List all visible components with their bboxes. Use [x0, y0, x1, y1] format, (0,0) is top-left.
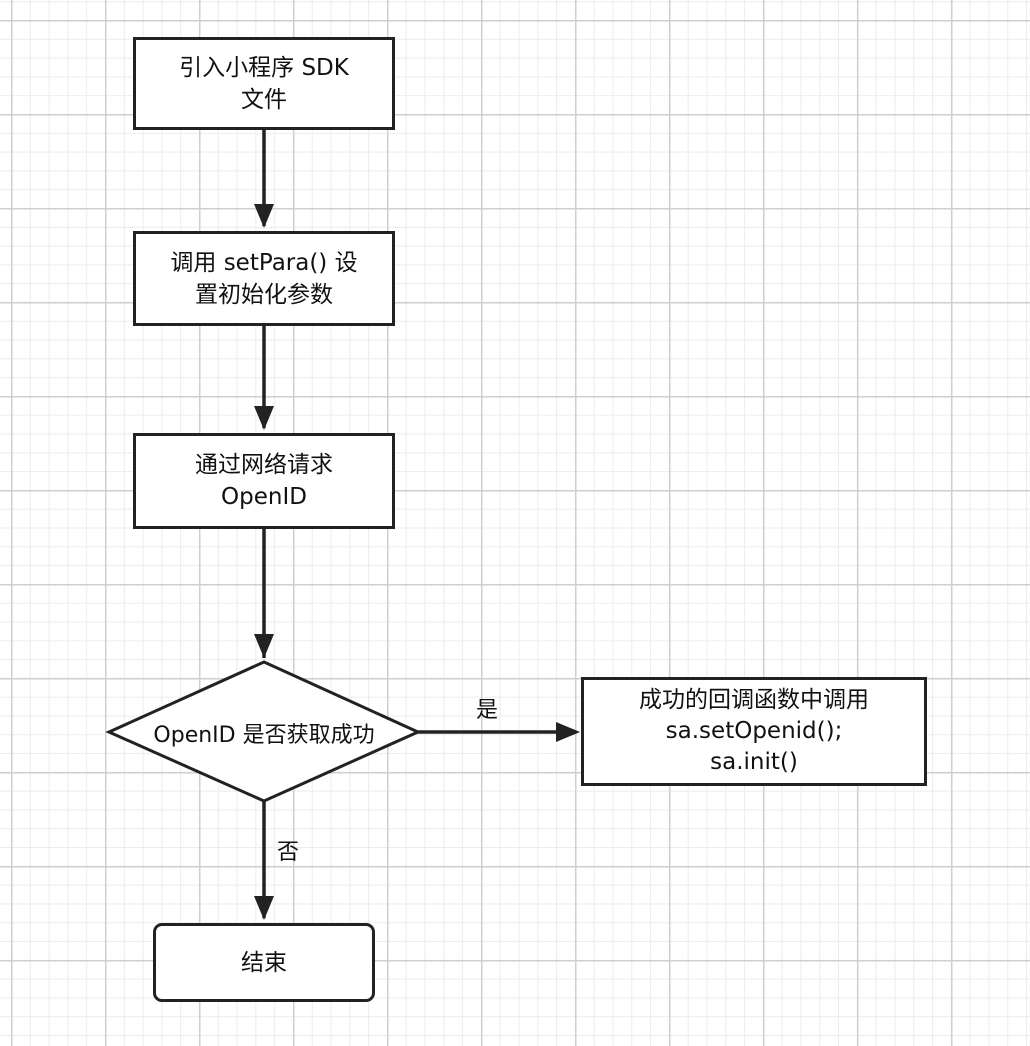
node-set-para: 调用 setPara() 设 置初始化参数 — [133, 231, 395, 326]
node-import-sdk: 引入小程序 SDK 文件 — [133, 37, 395, 130]
arrowhead-decision-no — [254, 896, 274, 920]
arrowhead-request-to-decision — [254, 634, 274, 658]
node-set-para-line-2: 置初始化参数 — [195, 281, 333, 308]
node-request-openid-line-1: 通过网络请求 — [195, 452, 333, 478]
node-import-sdk-line-1: 引入小程序 SDK — [179, 54, 349, 81]
decision-label: OpenID 是否获取成功 — [153, 723, 375, 748]
node-success-line-2: sa.setOpenid(); — [665, 718, 843, 744]
node-request-openid: 通过网络请求 OpenID — [133, 433, 395, 529]
node-import-sdk-line-2: 文件 — [241, 86, 287, 113]
arrowhead-start-to-setpara — [254, 204, 274, 228]
node-request-openid-line-2: OpenID — [221, 484, 307, 510]
node-end-label: 结束 — [241, 949, 287, 976]
node-success-callback: 成功的回调函数中调用 sa.setOpenid(); sa.init() — [581, 677, 927, 786]
edge-label-no: 否 — [277, 840, 300, 865]
arrowhead-setpara-to-request — [254, 406, 274, 430]
node-set-para-line-1: 调用 setPara() 设 — [170, 249, 358, 276]
node-success-line-1: 成功的回调函数中调用 — [639, 687, 869, 713]
edge-label-yes: 是 — [476, 698, 499, 723]
node-success-line-3: sa.init() — [710, 749, 798, 775]
node-end: 结束 — [153, 923, 375, 1002]
arrowhead-decision-yes — [556, 722, 580, 742]
